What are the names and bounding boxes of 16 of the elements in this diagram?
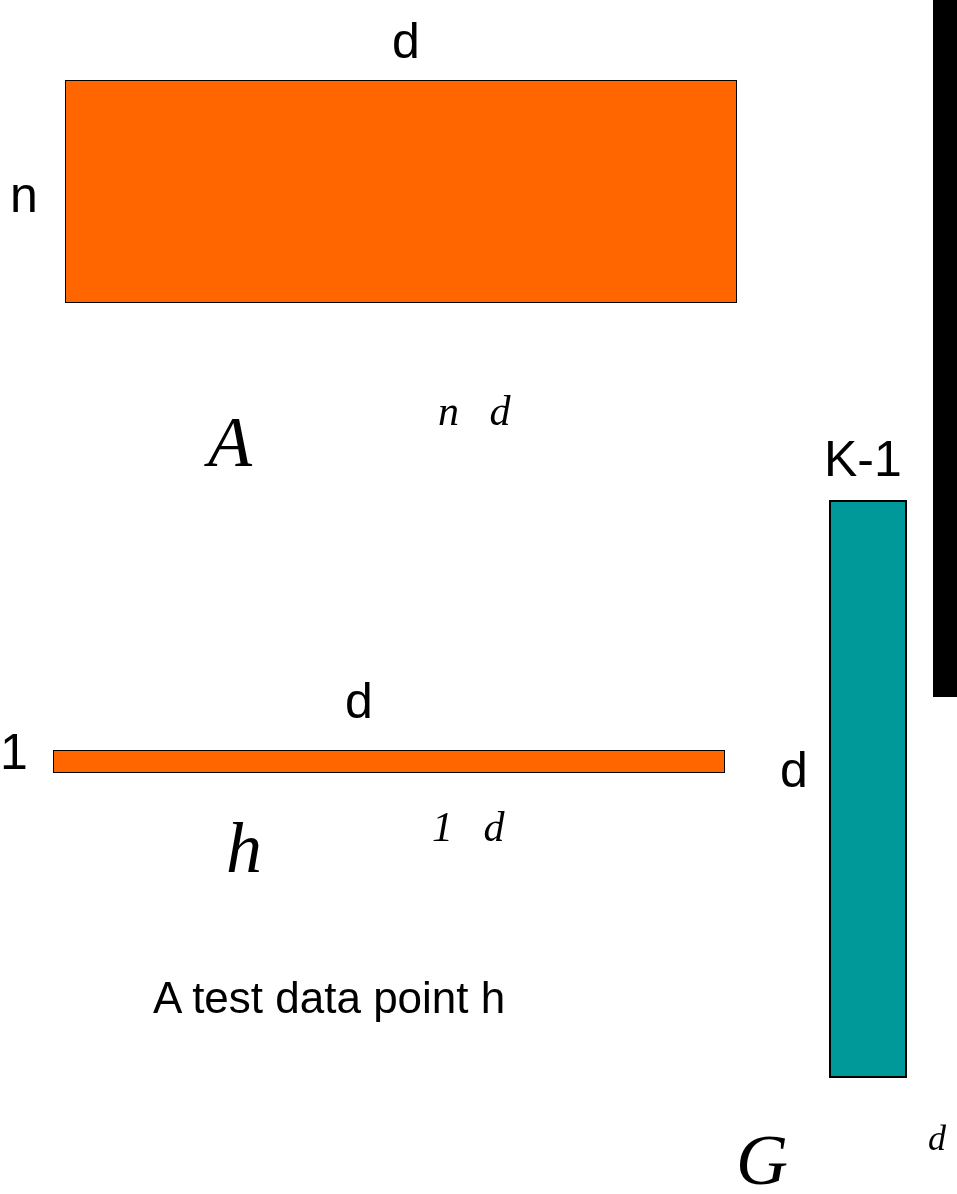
- dimension-label: d: [780, 745, 808, 795]
- size-label: d: [928, 1120, 946, 1156]
- matrix-block: [65, 80, 737, 303]
- matrix-block: [829, 500, 907, 1078]
- vector-name: h: [226, 812, 262, 884]
- dimension-label: d: [345, 676, 373, 726]
- dimension-label: K-1: [824, 434, 902, 484]
- dimension-label: d: [392, 16, 420, 66]
- caption-text: A test data point h: [153, 976, 506, 1020]
- matrix-block: [933, 0, 957, 697]
- matrix-block: [53, 750, 725, 773]
- dimension-label: 1: [0, 727, 28, 777]
- size-label: n d: [438, 390, 511, 432]
- dimension-label: n: [10, 170, 38, 220]
- size-label: 1 d: [432, 806, 505, 848]
- matrix-name: G: [736, 1124, 788, 1194]
